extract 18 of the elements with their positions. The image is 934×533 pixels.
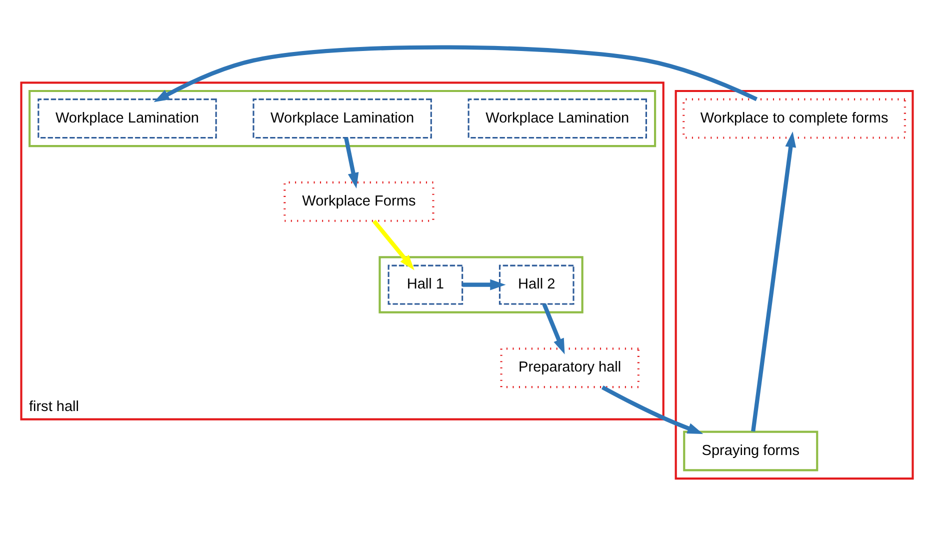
arrow [462,278,506,290]
arrow [751,131,796,432]
node-box: Workplace Forms [284,180,434,222]
arrow [542,302,565,354]
arrow [601,384,704,434]
node-box: Hall 2 [498,264,574,304]
node-box: Workplace to complete forms [682,98,906,138]
node-box: Workplace Lamination [468,98,647,138]
arrow [154,44,758,102]
node-box: Hall 1 [388,264,464,304]
node-box: Workplace Lamination [252,98,432,138]
cluster [378,256,584,313]
arrow [344,137,359,188]
node-box: Spraying forms [683,430,818,471]
node-box: Workplace Lamination [38,98,217,138]
cluster [674,89,914,480]
arrow [372,219,414,270]
node-box: Preparatory hall [500,347,640,388]
